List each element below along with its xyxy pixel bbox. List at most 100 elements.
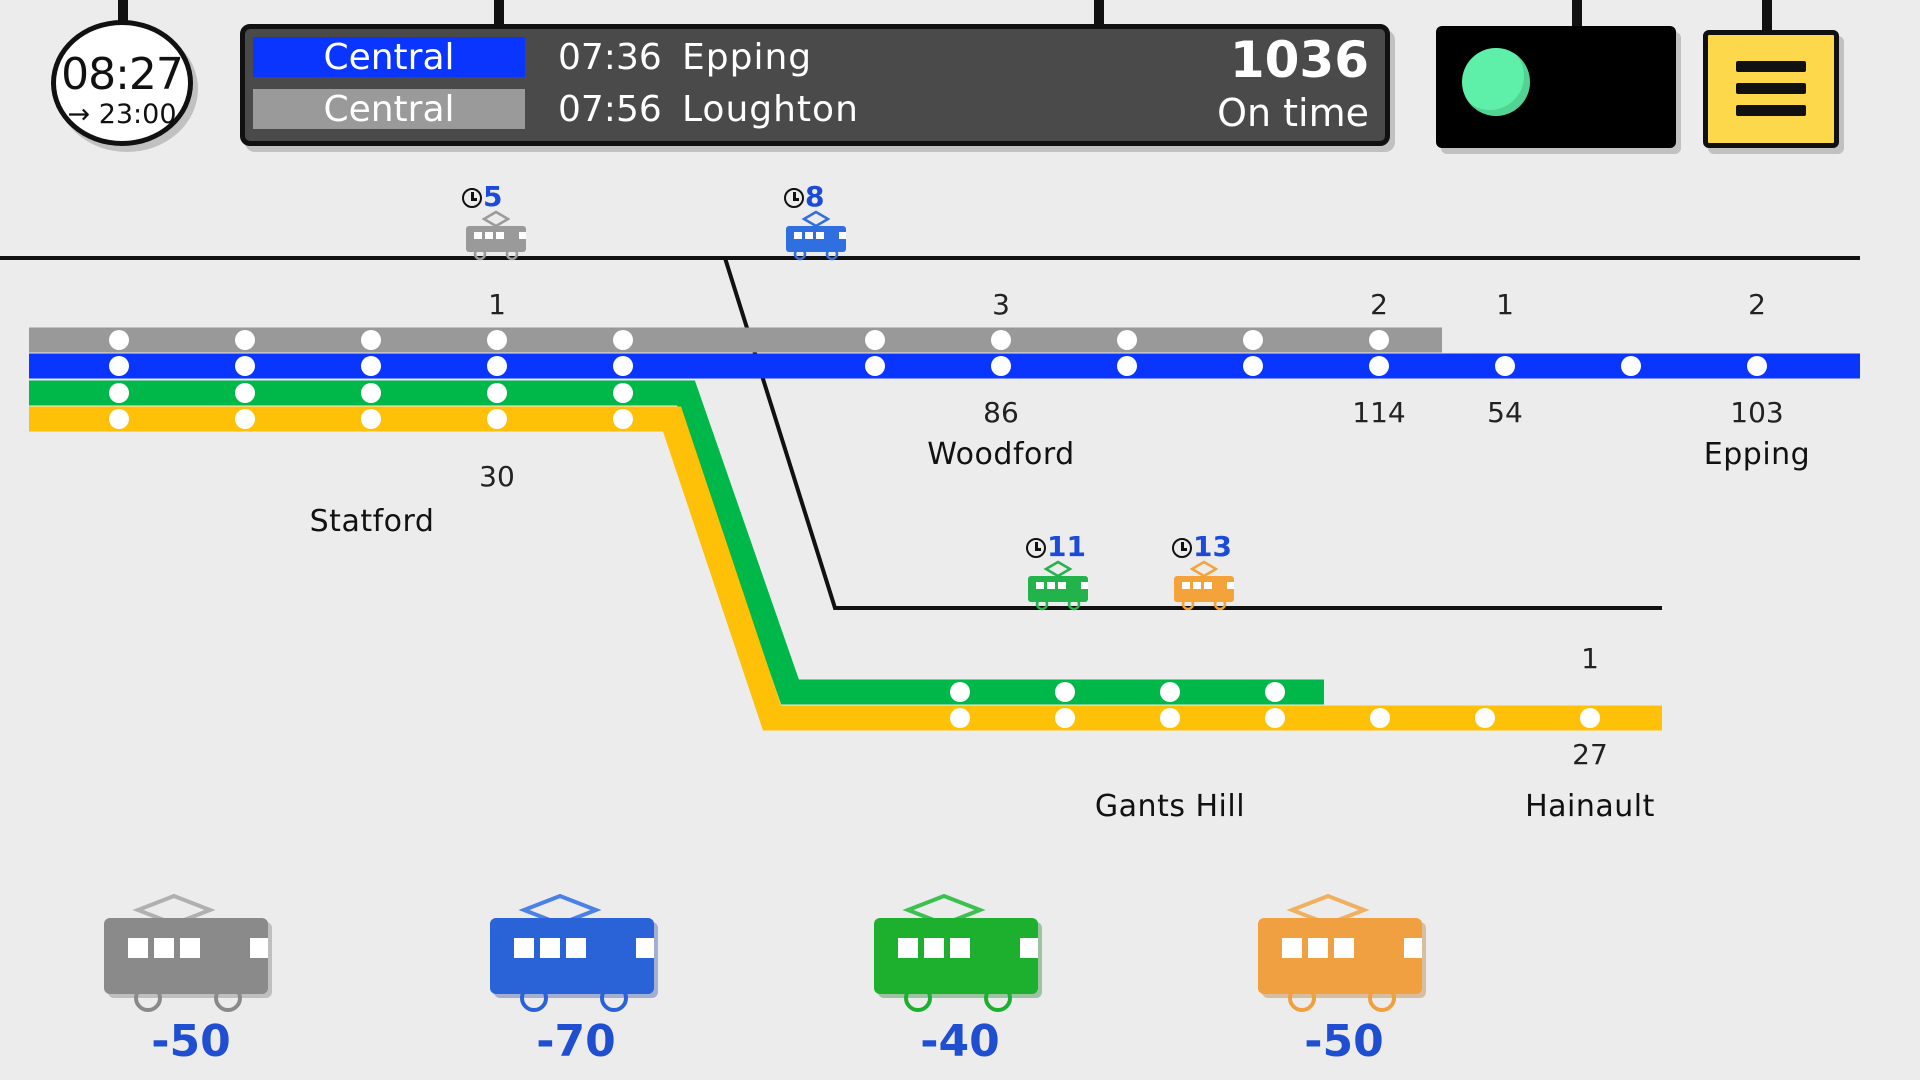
- station-dot[interactable]: [487, 383, 507, 403]
- clock-end-time: → 23:00: [67, 99, 177, 130]
- hanger-wire: [118, 0, 128, 22]
- departure-destination: Epping: [682, 37, 813, 78]
- station-dot[interactable]: [487, 409, 507, 429]
- station-dot[interactable]: [235, 330, 255, 350]
- station-name-statford: Statford: [309, 504, 435, 539]
- yellow-line[interactable]: [29, 406, 1662, 731]
- station-dot[interactable]: [613, 409, 633, 429]
- score-counter: 1036: [1229, 31, 1369, 89]
- train-cost: -50: [1304, 1016, 1384, 1067]
- station-dot[interactable]: [1055, 682, 1075, 702]
- station-name-hainault: Hainault: [1525, 789, 1655, 824]
- station-count-top: 1: [488, 288, 506, 321]
- clock-icon: [1026, 538, 1046, 558]
- departure-destination: Loughton: [682, 89, 859, 130]
- station-dot[interactable]: [1580, 708, 1600, 728]
- station-name-gants-hill: Gants Hill: [1094, 789, 1246, 824]
- train-cost: -70: [536, 1016, 616, 1067]
- station-dot[interactable]: [109, 356, 129, 376]
- train-cost: -40: [920, 1016, 1000, 1067]
- departure-time: 07:36: [558, 37, 662, 78]
- signal-light[interactable]: [1436, 26, 1676, 148]
- station-count-bottom: 30: [479, 460, 515, 493]
- station-name-woodford: Woodford: [927, 437, 1075, 472]
- station-count-top: 3: [992, 288, 1010, 321]
- station-count-top: 1: [1496, 288, 1514, 321]
- train-timer: 11: [1026, 532, 1086, 562]
- timer-value: 8: [805, 180, 825, 213]
- station-dot[interactable]: [109, 383, 129, 403]
- timer-value: 13: [1193, 530, 1232, 563]
- station-dot[interactable]: [1621, 356, 1641, 376]
- station-dot[interactable]: [1475, 708, 1495, 728]
- depot-train-orange[interactable]: [1258, 894, 1428, 1014]
- train-icon[interactable]: [1028, 560, 1088, 611]
- station-dot[interactable]: [950, 708, 970, 728]
- hamburger-icon: [1736, 61, 1806, 72]
- station-dot[interactable]: [1747, 356, 1767, 376]
- station-count-top: 1: [1581, 642, 1599, 675]
- station-dot[interactable]: [1117, 356, 1137, 376]
- station-count-bottom: 103: [1730, 396, 1784, 429]
- station-dot[interactable]: [1160, 682, 1180, 702]
- hamburger-icon: [1736, 83, 1806, 94]
- departure-time: 07:56: [558, 89, 662, 130]
- station-dot[interactable]: [613, 383, 633, 403]
- timer-value: 5: [483, 180, 503, 213]
- station-dot[interactable]: [1117, 330, 1137, 350]
- train-timer: 13: [1172, 532, 1232, 562]
- station-dot[interactable]: [950, 682, 970, 702]
- train-icon[interactable]: [786, 210, 846, 261]
- station-dot[interactable]: [235, 383, 255, 403]
- train-timer: 8: [784, 182, 824, 212]
- station-dot[interactable]: [1243, 356, 1263, 376]
- depot-train-green[interactable]: [874, 894, 1044, 1014]
- station-dot[interactable]: [1370, 708, 1390, 728]
- departure-line-badge: Central: [253, 89, 525, 130]
- station-dot[interactable]: [1369, 330, 1389, 350]
- hanger-wire: [494, 0, 504, 26]
- station-dot[interactable]: [613, 330, 633, 350]
- station-dot[interactable]: [1243, 330, 1263, 350]
- train-icon[interactable]: [1174, 560, 1234, 611]
- game-clock: 08:27 → 23:00: [51, 20, 193, 146]
- station-count-bottom: 27: [1572, 738, 1608, 771]
- station-dot[interactable]: [109, 330, 129, 350]
- departures-board: Central 07:36 Epping Central 07:56 Lough…: [240, 24, 1390, 146]
- station-dot[interactable]: [1495, 356, 1515, 376]
- station-dot[interactable]: [361, 330, 381, 350]
- station-dot[interactable]: [1160, 708, 1180, 728]
- station-dot[interactable]: [109, 409, 129, 429]
- depot-train-blue[interactable]: [490, 894, 660, 1014]
- station-name-epping: Epping: [1703, 437, 1811, 472]
- station-dot[interactable]: [361, 383, 381, 403]
- menu-button[interactable]: [1703, 30, 1839, 148]
- station-count-bottom: 114: [1352, 396, 1406, 429]
- train-icon[interactable]: [466, 210, 526, 261]
- station-dot[interactable]: [235, 409, 255, 429]
- hanger-wire: [1572, 0, 1582, 28]
- station-dot[interactable]: [1369, 356, 1389, 376]
- clock-icon: [1172, 538, 1192, 558]
- station-count-bottom: 54: [1487, 396, 1523, 429]
- station-dot[interactable]: [235, 356, 255, 376]
- station-count-bottom: 86: [983, 396, 1019, 429]
- station-dot[interactable]: [991, 330, 1011, 350]
- station-dot[interactable]: [865, 330, 885, 350]
- station-dot[interactable]: [1265, 708, 1285, 728]
- station-dot[interactable]: [1055, 708, 1075, 728]
- station-dot[interactable]: [361, 409, 381, 429]
- station-dot[interactable]: [361, 356, 381, 376]
- station-dot[interactable]: [487, 356, 507, 376]
- departure-line-badge: Central: [253, 37, 525, 78]
- station-dot[interactable]: [991, 356, 1011, 376]
- station-dots: [109, 330, 1767, 728]
- depot-train-gray[interactable]: [104, 894, 274, 1014]
- station-dot[interactable]: [487, 330, 507, 350]
- station-dot[interactable]: [865, 356, 885, 376]
- station-dot[interactable]: [613, 356, 633, 376]
- clock-icon: [784, 188, 804, 208]
- station-dot[interactable]: [1265, 682, 1285, 702]
- timer-value: 11: [1047, 530, 1086, 563]
- station-count-top: 2: [1748, 288, 1766, 321]
